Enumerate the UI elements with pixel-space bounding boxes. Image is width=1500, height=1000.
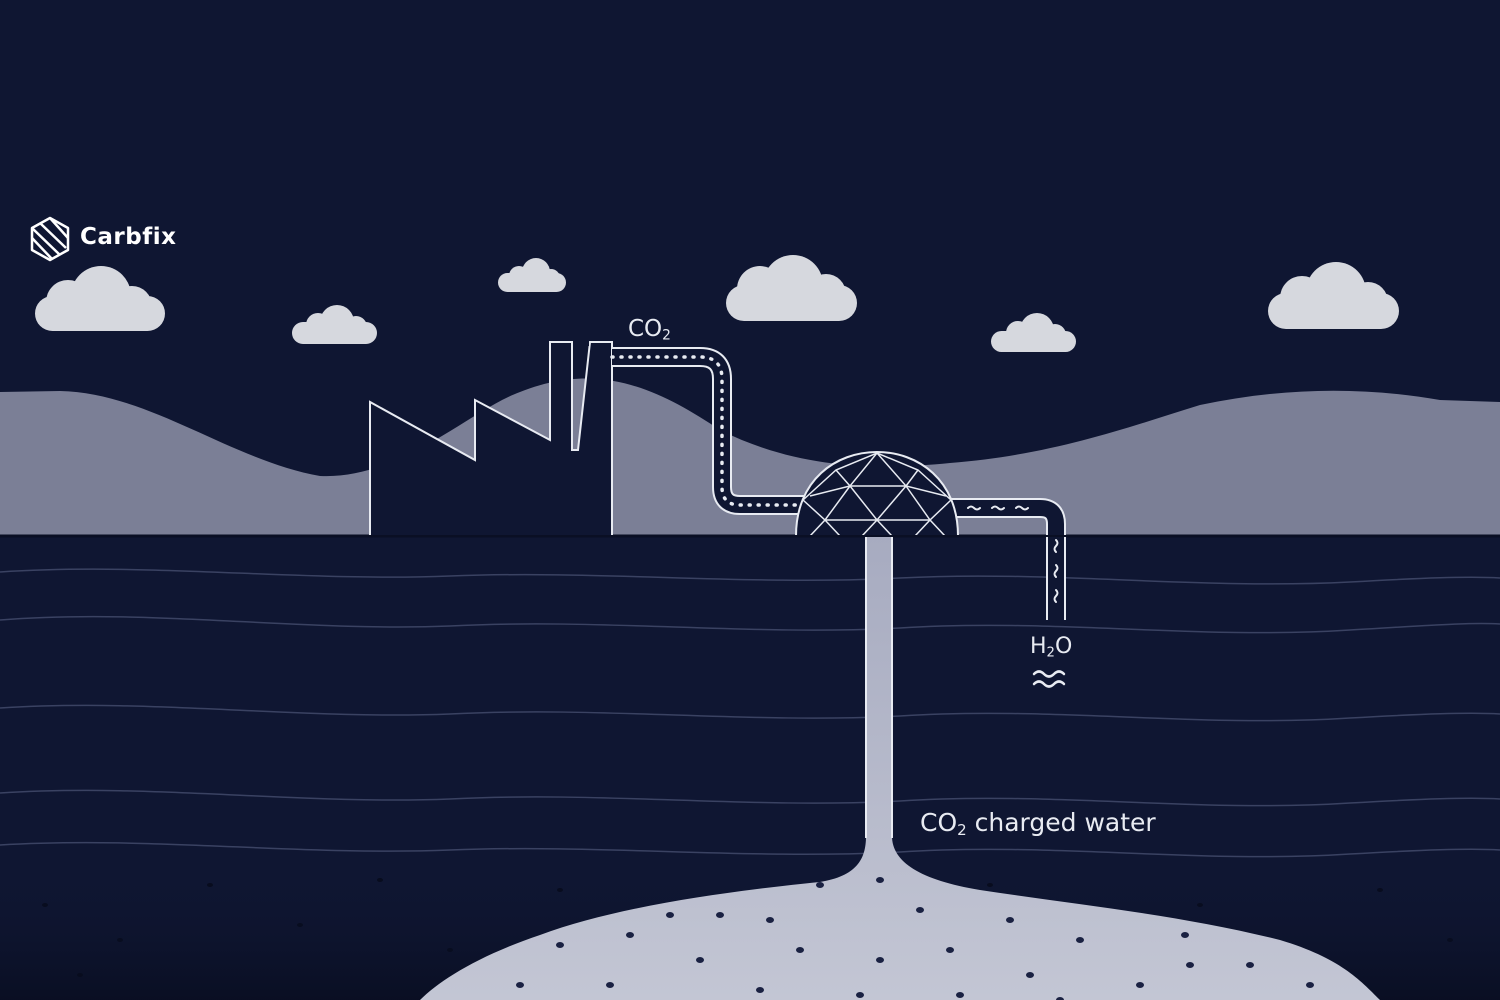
- brand: Carbfix: [28, 214, 176, 260]
- brand-name: Carbfix: [80, 224, 177, 250]
- co2-injection-plume: [420, 536, 1380, 1000]
- geodesic-dome-icon: [794, 450, 960, 537]
- co2-label-text: CO: [628, 316, 663, 342]
- charged-water-suffix: charged water: [966, 808, 1156, 837]
- hexagon-logo-icon: [30, 216, 70, 262]
- cloud-icon: [498, 258, 566, 292]
- cloud-icon: [35, 266, 165, 331]
- logo-spacer: [28, 214, 72, 260]
- charged-water-label: CO2 charged water: [920, 808, 1156, 839]
- clouds: [35, 255, 1399, 352]
- h2o-label-subscript: 2: [1046, 645, 1055, 661]
- rock-strata: [0, 568, 1500, 858]
- h2o-label-prefix: H: [1030, 634, 1047, 659]
- charged-water-subscript: 2: [957, 820, 967, 839]
- water-pipe: [940, 498, 1066, 622]
- cloud-icon: [726, 255, 857, 321]
- cloud-icon: [292, 305, 377, 344]
- h2o-label: H2O: [1030, 634, 1072, 660]
- factory-icon: [369, 341, 613, 537]
- water-wave-icon: [967, 505, 1059, 603]
- co2-label: CO2: [628, 316, 671, 343]
- cloud-icon: [991, 313, 1076, 352]
- charged-water-prefix: CO: [920, 808, 958, 837]
- plume-speckles: [516, 877, 1314, 1000]
- h2o-label-suffix: O: [1054, 634, 1073, 659]
- co2-label-subscript: 2: [662, 327, 671, 344]
- cloud-icon: [1268, 262, 1399, 329]
- water-wave-icon: [1032, 670, 1066, 688]
- co2-pipe: [610, 347, 808, 515]
